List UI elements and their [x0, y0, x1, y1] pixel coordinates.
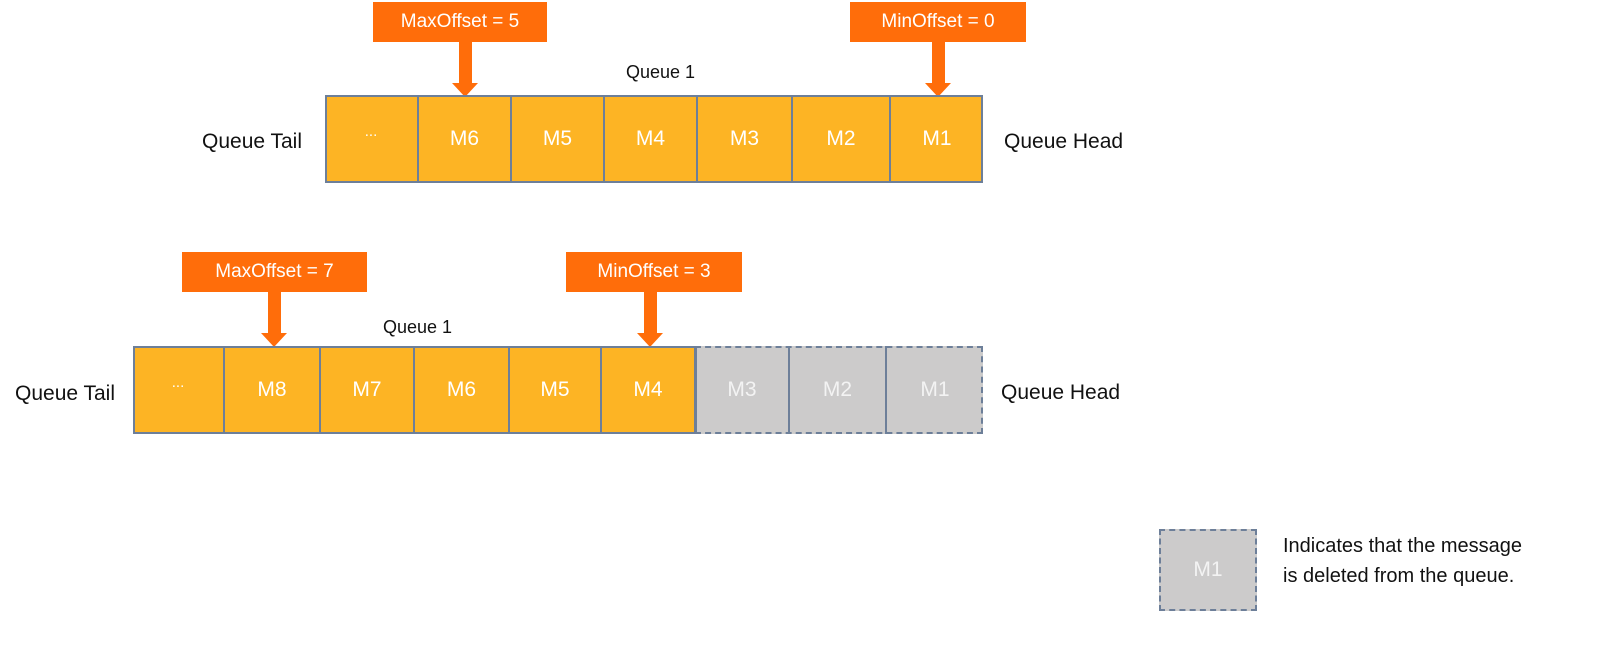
queue-tail-label-2: Queue Tail	[15, 382, 116, 405]
max-offset-arrow-shaft-2	[268, 292, 281, 334]
queue-cell: M8	[225, 346, 321, 434]
min-offset-arrow-head-2	[637, 333, 663, 347]
queue-cell: M3	[698, 95, 793, 183]
queue-cell: ...	[133, 346, 225, 434]
queue-cell: M6	[415, 346, 510, 434]
deleted-queue-cell: M1	[887, 346, 983, 434]
legend-line-1: Indicates that the message	[1283, 535, 1523, 557]
min-offset-label-2: MinOffset = 3	[566, 252, 742, 292]
min-offset-label-1: MinOffset = 0	[850, 2, 1026, 42]
queue-bar-1: ... M6 M5 M4 M3 M2 M1	[325, 95, 983, 183]
queue-cell: M4	[602, 346, 696, 434]
queue-head-label-1: Queue Head	[1004, 130, 1124, 153]
queue-cell: M6	[419, 95, 512, 183]
deleted-queue-cell: M2	[790, 346, 887, 434]
legend-deleted-sample: M1	[1159, 529, 1257, 611]
queue-cell: M5	[512, 95, 605, 183]
max-offset-arrow-head-1	[452, 83, 478, 97]
queue-title-2: Queue 1	[383, 317, 453, 337]
min-offset-arrow-head-1	[925, 83, 951, 97]
max-offset-label-1: MaxOffset = 5	[373, 2, 547, 42]
queue-cell: M4	[605, 95, 698, 183]
deleted-queue-cell: M3	[696, 346, 790, 434]
queue-head-label-2: Queue Head	[1001, 381, 1121, 404]
legend-description: Indicates that the message is deleted fr…	[1283, 531, 1522, 591]
min-offset-arrow-shaft-1	[932, 42, 945, 84]
queue-cell: M2	[793, 95, 891, 183]
min-offset-arrow-shaft-2	[644, 292, 657, 334]
max-offset-arrow-head-2	[261, 333, 287, 347]
queue-title-1: Queue 1	[626, 62, 696, 82]
queue-cell: M1	[891, 95, 983, 183]
max-offset-label-2: MaxOffset = 7	[182, 252, 367, 292]
queue-cell: M7	[321, 346, 415, 434]
queue-tail-label-1: Queue Tail	[202, 130, 303, 153]
max-offset-arrow-shaft-1	[459, 42, 472, 84]
queue-cell: M5	[510, 346, 602, 434]
legend-line-2: is deleted from the queue.	[1283, 565, 1515, 587]
queue-bar-2: ... M8 M7 M6 M5 M4 M3 M2 M1	[133, 346, 983, 434]
queue-cell: ...	[325, 95, 419, 183]
